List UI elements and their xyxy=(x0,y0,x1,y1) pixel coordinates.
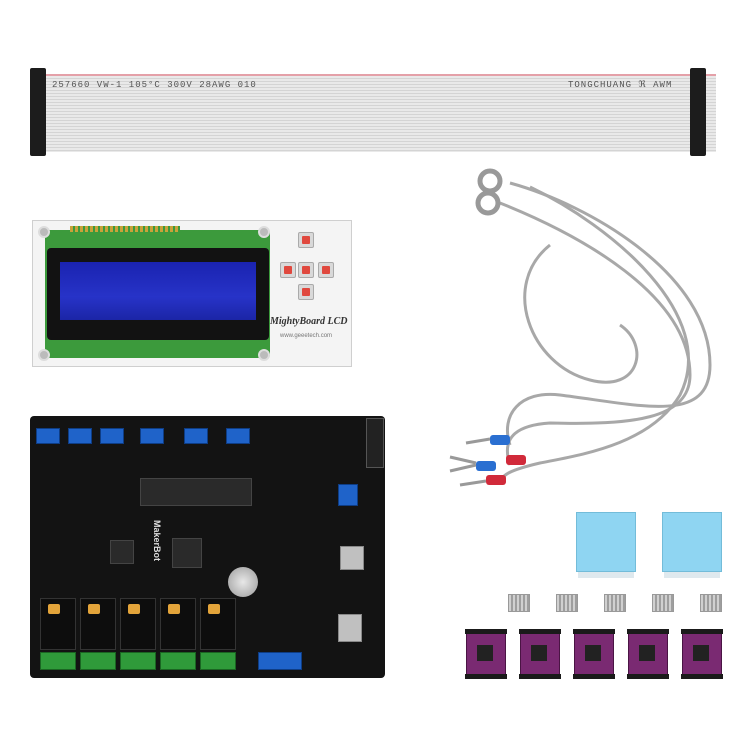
lcd-button-left xyxy=(280,262,296,278)
motor-terminal xyxy=(120,652,156,670)
mount-hole xyxy=(38,349,50,361)
ribbon-connector-left xyxy=(30,68,46,156)
buzzer xyxy=(228,567,258,597)
thermocouple-wires xyxy=(449,168,712,487)
ribbon-label-left: 257660 VW-1 105°C 300V 28AWG 010 xyxy=(52,80,257,90)
sd-slot xyxy=(338,614,362,642)
connector-blue xyxy=(490,435,510,445)
stepper-driver xyxy=(627,629,669,679)
lcd-button-right xyxy=(318,262,334,278)
mcu-chip xyxy=(172,538,202,568)
thermocouple-wire xyxy=(523,243,639,384)
terminal-block xyxy=(226,428,250,444)
heatsink xyxy=(604,594,626,612)
thermal-pad xyxy=(576,512,636,572)
thermal-pad xyxy=(662,512,722,572)
stepper-driver xyxy=(681,629,723,679)
connector-blue xyxy=(476,461,496,471)
thermocouple-wire xyxy=(505,181,712,446)
ribbon-label-right: TONGCHUANG ℜ AWM xyxy=(568,80,673,90)
stepper-socket xyxy=(200,598,236,650)
thermal-pad-shadow xyxy=(664,572,720,578)
motor-terminal xyxy=(80,652,116,670)
lcd-button-down xyxy=(298,284,314,300)
potentiometer xyxy=(208,604,220,614)
lcd-title: MightyBoard LCD xyxy=(270,316,348,327)
mount-hole xyxy=(258,349,270,361)
ring-terminal xyxy=(475,190,501,216)
potentiometer xyxy=(48,604,60,614)
stepper-socket xyxy=(80,598,116,650)
motor-terminal xyxy=(40,652,76,670)
lcd-button-up xyxy=(298,232,314,248)
potentiometer xyxy=(168,604,180,614)
terminal-block xyxy=(184,428,208,444)
terminal-block xyxy=(338,484,358,506)
lcd-screen xyxy=(60,262,256,320)
connector-red xyxy=(486,475,506,485)
mosfet-row xyxy=(140,478,252,506)
ring-terminal xyxy=(477,168,503,194)
heatsink xyxy=(556,594,578,612)
power-switch xyxy=(366,418,384,468)
potentiometer xyxy=(128,604,140,614)
makerbot-logo: MakerBot xyxy=(152,520,162,562)
connector-red xyxy=(506,455,526,465)
ribbon-cable xyxy=(36,74,716,152)
terminal-block xyxy=(36,428,60,444)
terminal-block xyxy=(68,428,92,444)
stepper-driver xyxy=(519,629,561,679)
stepper-driver xyxy=(573,629,615,679)
motor-terminal xyxy=(200,652,236,670)
ic-chip xyxy=(110,540,134,564)
stepper-driver xyxy=(465,629,507,679)
mount-hole xyxy=(258,226,270,238)
lcd-url: www.geeetech.com xyxy=(280,333,333,339)
heatsink xyxy=(652,594,674,612)
heatsink xyxy=(700,594,722,612)
terminal-block xyxy=(100,428,124,444)
lcd-button-center xyxy=(298,262,314,278)
thermocouple-wire xyxy=(498,185,690,486)
terminal-block xyxy=(258,652,302,670)
motor-terminal xyxy=(160,652,196,670)
fork-terminal xyxy=(449,437,491,487)
usb-port xyxy=(340,546,364,570)
mount-hole xyxy=(38,226,50,238)
terminal-block xyxy=(140,428,164,444)
potentiometer xyxy=(88,604,100,614)
thermocouple-wire xyxy=(499,201,692,466)
ribbon-connector-right xyxy=(690,68,706,156)
thermal-pad-shadow xyxy=(578,572,634,578)
lcd-header-pins xyxy=(70,226,180,232)
heatsink xyxy=(508,594,530,612)
